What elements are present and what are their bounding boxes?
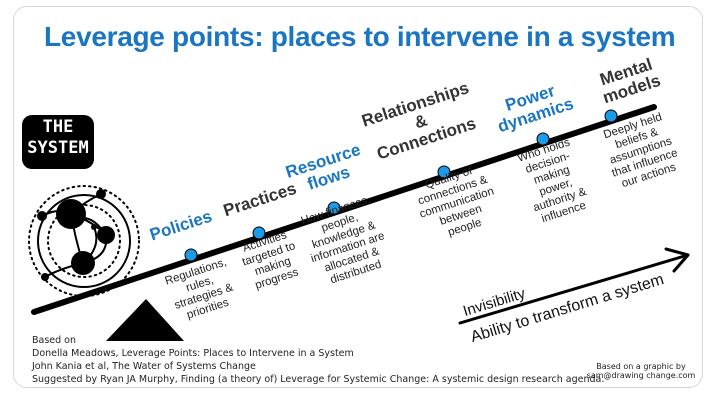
footer-reference-meadows: Donella Meadows, Leverage Points: Places… [32, 348, 354, 359]
footer-reference-kania: John Kania et al, The Water of Systems C… [32, 361, 256, 372]
footer-reference-murphy: Suggested by Ryan JA Murphy, Finding (a … [32, 374, 605, 385]
transform-arrow-icon [458, 247, 690, 325]
network-globe-icon [28, 185, 140, 297]
graphic-credit: Based on a graphic by sam@drawing change… [586, 362, 696, 380]
lever-beam [31, 104, 657, 315]
system-badge [22, 115, 94, 169]
footer-based-on: Based on [32, 335, 77, 346]
leverage-points-card: Leverage points: places to intervene in … [13, 6, 703, 388]
seesaw-diagram [22, 104, 690, 341]
lever-dots [184, 109, 618, 262]
page-title: Leverage points: places to intervene in … [44, 21, 676, 52]
fulcrum-triangle [106, 299, 184, 341]
system-badge-text: THE SYSTEM [27, 117, 89, 158]
